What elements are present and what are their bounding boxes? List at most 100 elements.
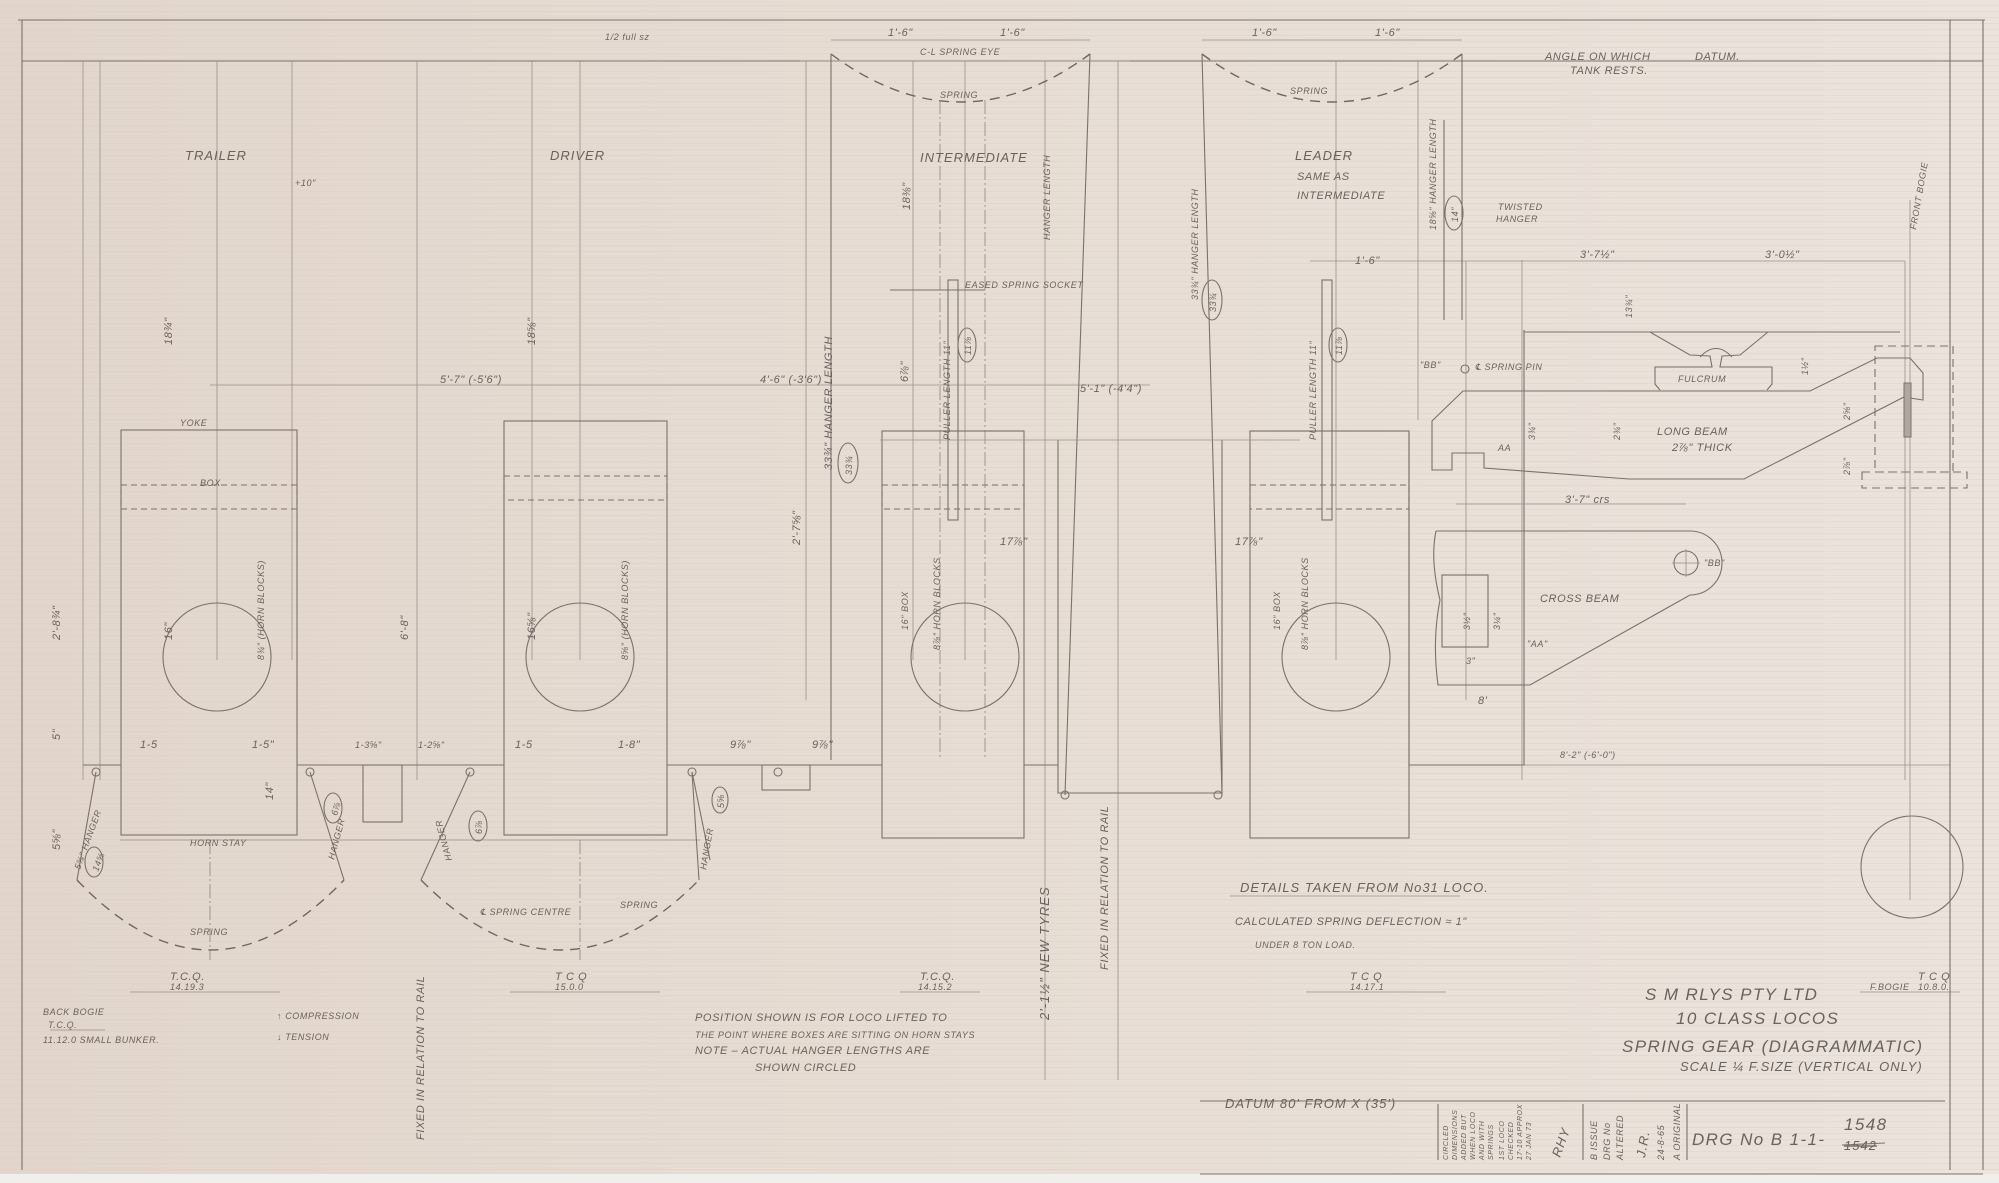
circled-hanger-driver-1: 6⅞ [323,792,343,824]
circled-int-puller: 11⅞ [957,327,977,363]
label-driver: DRIVER [550,148,605,163]
long-beam-detail [1431,331,1968,489]
dim-h6: 1-8" [618,739,641,751]
beam-detail-labels: 3'-7½" 3'-0½" 13¾" "BB" ℄ SPRING PIN FUL… [1420,249,1852,760]
circled-lead-hanger: 33¾ [1201,279,1223,321]
drawing-scale: SCALE ¼ F.SIZE (VERTICAL ONLY) [1680,1059,1923,1074]
spring-int-label: SPRING [940,90,978,100]
twisted-label: TWISTED [1498,202,1543,212]
detail-crs: 3'-7" crs [1565,494,1610,506]
dim-span1: 5'-7" (-5'6") [440,374,502,386]
detail-13: 13¾" [1624,295,1634,318]
drawing-number-superseded: 1542 [1844,1138,1877,1153]
back-bogie-label: BACK BOGIE [43,1007,105,1017]
eased-socket-label: EASED SPRING SOCKET [965,280,1084,290]
dim-h3: 1-3⅝" [355,740,382,750]
svg-text:CHECKED: CHECKED [1508,1122,1515,1160]
dim-lead-box: 16" BOX [1272,591,1282,630]
circled-hanger-trailer: 14⅝ [84,846,106,878]
label-leader-intermediate: INTERMEDIATE [1297,190,1385,202]
detail-3-7: 3'-7½" [1580,249,1615,261]
detail-8: 8' [1478,695,1488,707]
svg-text:11⅞: 11⅞ [963,336,973,355]
dim-trailer-18: 18¾" [163,317,175,345]
drawing-number: 1548 [1844,1115,1887,1134]
svg-text:B ISSUE: B ISSUE [1589,1120,1599,1160]
svg-text:T C Q: T C Q [555,971,587,983]
detail-aa1: AA [1497,443,1511,453]
notes: DETAILS TAKEN FROM No31 LOCO. CALCULATED… [43,880,1488,1111]
dim-lead-hanger: 33¾" HANGER LENGTH [1190,188,1200,300]
drawing-number-prefix: DRG No B 1-1- [1692,1130,1825,1149]
dim-trailer-58: 5⅝" [51,829,63,850]
compression-legend: ↑ COMPRESSION [277,1011,359,1021]
dim-driver-18: 18⅝" [526,317,538,345]
circled-int-hanger: 33¾ [837,442,859,484]
label-same-as: SAME AS [1297,171,1350,183]
dim-h7: 9⅞" [730,739,751,751]
dim-w17a: 17⅞" [1000,536,1028,548]
svg-text:14.19.3: 14.19.3 [170,982,204,992]
detail-2a: 2¾" [1612,422,1622,441]
dim-1-6: 1'-6" [1355,255,1380,267]
leader-wheel-circle [1281,602,1391,712]
svg-text:F.BOGIE: F.BOGIE [1870,982,1910,992]
svg-text:SPRINGS: SPRINGS [1488,1124,1495,1160]
dim-int-6: 6⅞" [899,361,911,382]
detail-aa2: "AA" [1527,639,1548,649]
tank-rests-label: TANK RESTS. [1570,65,1648,77]
detail-3: 3" [1466,656,1476,666]
dim-h5: 1-5 [515,739,533,751]
svg-text:15.0.0: 15.0.0 [555,982,584,992]
dim-int-horn: 8⅞" HORN BLOCKS [932,557,942,650]
svg-text:DRG No: DRG No [1602,1122,1612,1160]
deflection-note: CALCULATED SPRING DEFLECTION ≈ 1" [1235,916,1467,928]
hanger-label: HANGER [1496,214,1538,224]
load-note: UNDER 8 TON LOAD. [1255,940,1356,950]
dim-int-18: 18⅜" [901,182,913,210]
weight-trailer: T.C.Q.14.19.3 [170,971,204,992]
tension-legend: ↓ TENSION [277,1032,329,1042]
leader-spring-top [1201,39,1463,796]
svg-text:ADDED BUT: ADDED BUT [1461,1114,1468,1161]
box-label: BOX [200,478,221,488]
svg-text:14.17.1: 14.17.1 [1350,982,1384,992]
svg-text:14.15.2: 14.15.2 [918,982,952,992]
dim-driver-horn: 8⅝" (HORN BLOCKS) [620,560,630,660]
half-size-note: 1/2 full sz [605,32,650,42]
spring-eye-label: C-L SPRING EYE [920,47,1001,57]
horn-stay-label: HORN STAY [190,838,247,848]
dim-lead-horn: 8⅞" HORN BLOCKS [1300,557,1310,650]
spring-low-trailer: SPRING [190,927,228,937]
svg-text:14": 14" [1450,207,1460,222]
detail-spring-pin: ℄ SPRING PIN [1475,362,1543,372]
label-intermediate: INTERMEDIATE [920,150,1028,165]
weight-front-bogie: T C Q10.8.0.F.BOGIE [1870,971,1950,992]
hanger-note-2: SHOWN CIRCLED [755,1062,856,1074]
back-bogie-value: 11.12.0 SMALL BUNKER. [43,1035,159,1045]
svg-text:T.C.Q.: T.C.Q. [920,971,955,983]
dim-h8: 9⅞" [812,739,833,751]
trailer-wheel-circle [162,602,272,712]
weight-leader: T C Q14.17.1 [1350,971,1384,992]
detail-3c: 3¼" [1492,612,1502,630]
title-block: S M RLYS PTY LTD 10 CLASS LOCOS SPRING G… [1622,985,1923,1153]
circled-hanger-intermediate: 5⅝ [711,786,729,814]
svg-text:DIMENSIONS: DIMENSIONS [1452,1110,1459,1160]
dim-int-hanger: 33¾" HANGER LENGTH [823,336,835,470]
detail-3-0: 3'-0½" [1765,249,1800,261]
detail-bb2: "BB" [1704,558,1725,568]
spring-low-driver: SPRING [620,900,658,910]
hangers [76,767,1223,960]
svg-text:24-8-65: 24-8-65 [1656,1124,1666,1161]
plus10-label: +10" [295,178,316,188]
loco-class: 10 CLASS LOCOS [1676,1009,1839,1028]
position-note-1: POSITION SHOWN IS FOR LOCO LIFTED TO [695,1012,947,1024]
detail-2b: 2⅝" [1842,402,1852,421]
circled-hanger-driver-2: 6⅞ [468,810,488,842]
detail-long-beam: LONG BEAM [1657,426,1728,438]
company-name: S M RLYS PTY LTD [1645,985,1818,1004]
reference-lines [82,61,1950,1080]
dim-lead-puller: PULLER LENGTH 11" [1308,341,1318,440]
svg-text:WHEN LOCO: WHEN LOCO [1470,1111,1477,1160]
